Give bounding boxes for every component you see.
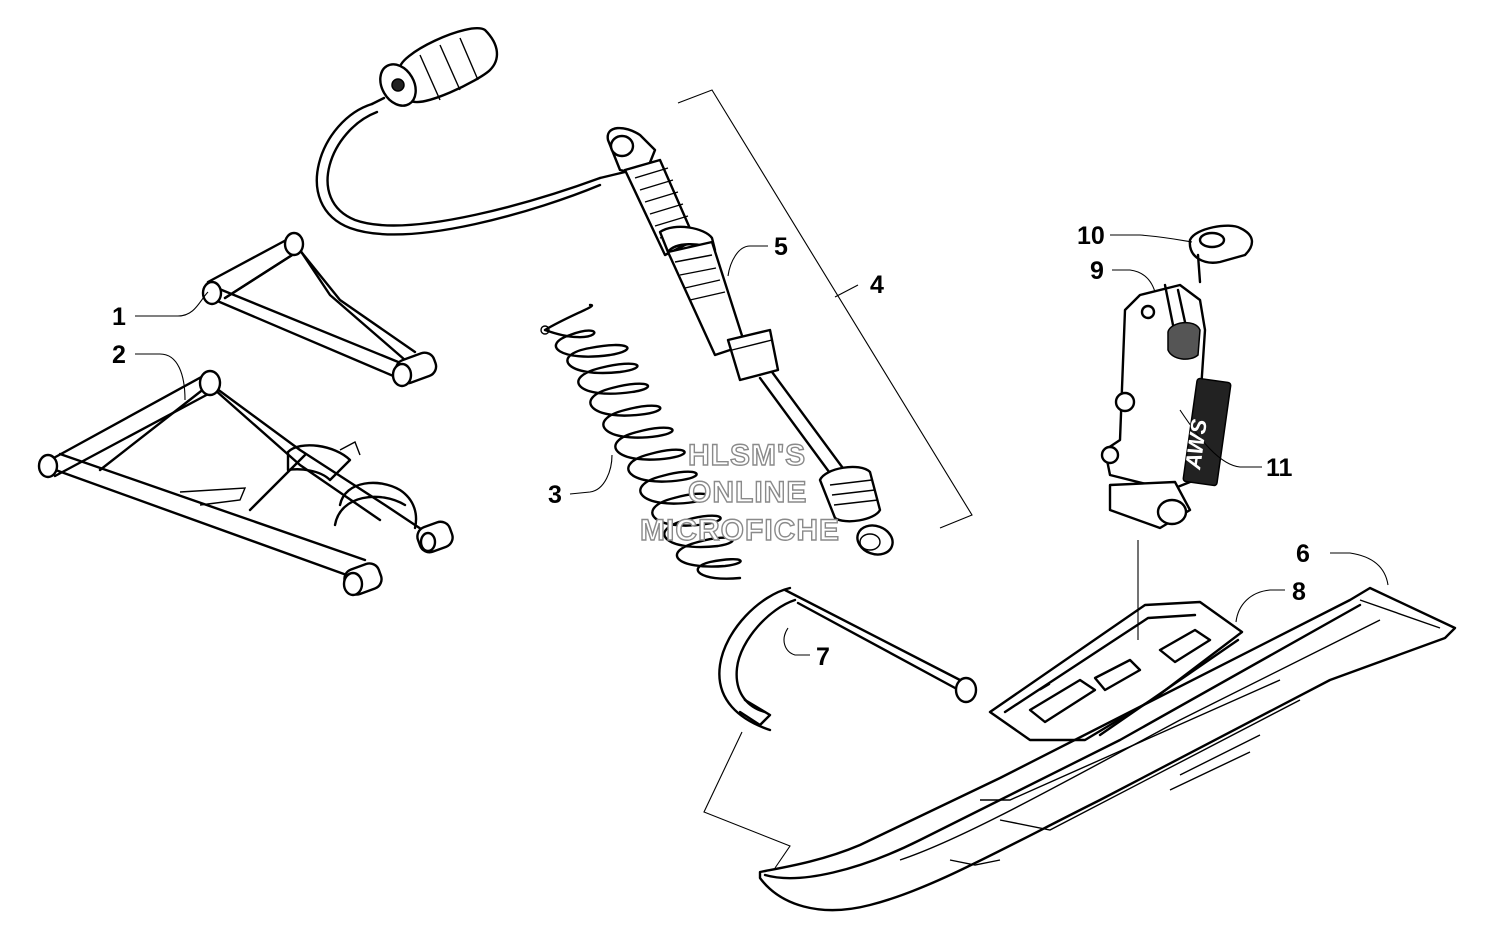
callout-5: 5 (774, 233, 788, 261)
leader-8 (1235, 589, 1285, 623)
ski (758, 586, 1457, 912)
coil-spring (540, 303, 742, 580)
leader-2 (135, 353, 186, 401)
callout-6: 6 (1296, 540, 1310, 568)
ski-loop-bracket (703, 731, 791, 869)
watermark-line1: HLSM'S (688, 439, 806, 472)
upper-a-arm (201, 231, 438, 388)
callout-10: 10 (1077, 222, 1105, 250)
callout-3: 3 (548, 481, 562, 509)
callout-11: 11 (1266, 454, 1293, 482)
leader-7 (783, 627, 810, 656)
lower-a-arm (37, 369, 454, 597)
leader-10 (1110, 234, 1193, 243)
callout-9: 9 (1090, 257, 1104, 285)
ski-loop (718, 586, 978, 732)
watermark-line2: ONLINE (688, 476, 807, 509)
watermark: HLSM'S ONLINE MICROFICHE (639, 438, 840, 547)
callout-1: 1 (112, 303, 126, 331)
leader-4 (834, 284, 859, 298)
spindle (1100, 224, 1254, 530)
leader-11 (1179, 409, 1262, 468)
assembly-bracket (677, 89, 973, 529)
ski-saddle (988, 600, 1244, 742)
callout-2: 2 (112, 341, 126, 369)
watermark-line3: MICROFICHE (640, 514, 840, 547)
callout-7: 7 (816, 643, 830, 671)
leader-9 (1112, 269, 1156, 293)
callout-8: 8 (1292, 578, 1306, 606)
leader-5 (727, 245, 768, 277)
leader-1 (135, 291, 209, 317)
shock-absorber (315, 27, 894, 556)
callout-4: 4 (870, 271, 884, 299)
leader-3 (569, 454, 613, 495)
leader-6 (1330, 552, 1389, 586)
